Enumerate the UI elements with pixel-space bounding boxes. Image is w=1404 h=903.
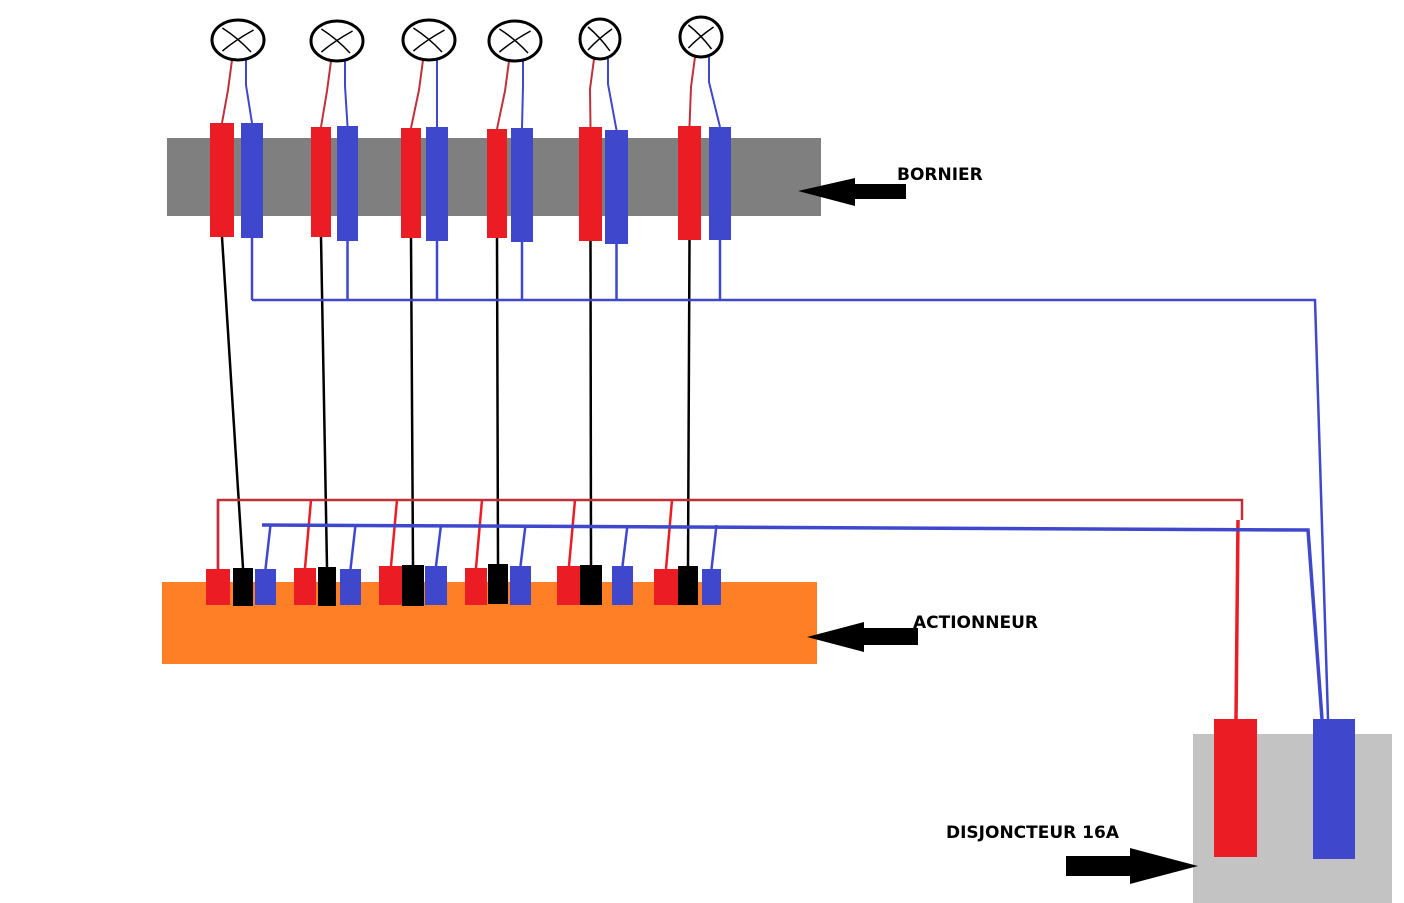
lamps [210, 15, 724, 63]
lamp-filament [320, 30, 353, 53]
actionneur-neutral-feed [710, 524, 718, 570]
bornier-phase-terminal [487, 129, 507, 238]
command-wire [220, 236, 245, 569]
bornier-arrow-icon [798, 178, 906, 206]
lamp-icon [678, 15, 724, 59]
disjoncteur-phase-wire [1234, 519, 1240, 720]
lamp-phase-wire [221, 59, 233, 124]
actionneur-output-terminal [233, 568, 253, 606]
actionneur-phase-feed [303, 499, 313, 569]
actionneur-neutral-feed [264, 524, 272, 570]
actionneur-phase-terminal [379, 566, 403, 605]
lamp-neutral-wire [708, 57, 721, 128]
actionneur-output-terminal [678, 566, 698, 605]
bornier-neutral-terminal [241, 123, 263, 238]
command-wire [409, 237, 415, 566]
actionneur-phase-bus [216, 498, 1244, 569]
command-wire [319, 236, 329, 568]
actionneur-neutral-terminal [510, 566, 531, 605]
actionneur-phase-terminal [294, 568, 316, 605]
bornier-phase-terminal [210, 123, 234, 237]
bornier-neutral-terminal [426, 127, 448, 241]
actionneur-phase-feed [567, 499, 577, 567]
disjoncteur-label: DISJONCTEUR 16A [946, 823, 1120, 843]
command-wire [686, 239, 691, 567]
actionneur-neutral-terminal [340, 569, 361, 605]
lamp-icon [309, 19, 365, 63]
actionneur-neutral-feed [519, 524, 527, 567]
actionneur-neutral-bus [261, 523, 1324, 720]
actionneur-phase-feed [664, 499, 674, 570]
bornier-phase-terminal [311, 127, 331, 237]
actionneur-neutral-terminal [255, 569, 276, 605]
bornier-neutral-terminal [605, 130, 628, 244]
disjoncteur-neutral-terminal [1313, 719, 1355, 859]
bornier-neutral-terminal [337, 126, 358, 241]
disjoncteur-phase-terminal [1214, 719, 1257, 857]
lamp-neutral-wire [521, 61, 524, 129]
wires [216, 56, 1330, 720]
actionneur-neutral-feed [621, 524, 629, 567]
actionneur-phase-feed [389, 499, 399, 567]
bornier-neutral-bus [252, 298, 1330, 720]
actionneur-phase-terminal [654, 569, 678, 605]
actionneur-neutral-terminal [612, 566, 633, 605]
command-wire [495, 237, 500, 565]
lamp-phase-wire [588, 58, 595, 128]
actionneur-neutral-feed [434, 524, 443, 567]
disjoncteur-arrow-icon [1066, 848, 1198, 884]
lamp-phase-wire [688, 56, 696, 127]
lamp-filament [498, 30, 531, 53]
lamp-icon [401, 18, 457, 62]
actionneur-arrow-icon [807, 622, 918, 652]
command-wire [589, 240, 593, 566]
actionneur-output-terminal [488, 564, 508, 604]
lamp-icon [210, 18, 266, 62]
bornier-terminals [210, 123, 731, 244]
lamp-filament [687, 26, 715, 49]
actionneur-output-terminal [318, 567, 336, 606]
lamp-phase-wire [410, 59, 424, 129]
lamp-filament [221, 29, 254, 52]
actionneur-output-terminal [580, 565, 602, 605]
actionneur-neutral-feed [349, 524, 357, 570]
bornier-neutral-terminal [709, 127, 731, 240]
lamp-phase-wire [496, 60, 510, 130]
lamp-neutral-wire [607, 59, 618, 131]
bornier-phase-terminal [678, 126, 701, 240]
lamp-filament [412, 29, 445, 52]
actionneur-output-terminal [402, 565, 424, 606]
lamp-neutral-wire [245, 60, 253, 124]
actionneur-terminals [206, 564, 721, 606]
lamp-neutral-wire [344, 61, 349, 127]
bornier-phase-terminal [579, 127, 602, 241]
lamp-icon [578, 17, 622, 61]
lamp-icon [487, 19, 543, 63]
bornier-neutral-terminal [511, 128, 533, 242]
lamp-phase-wire [320, 60, 332, 128]
actionneur-phase-terminal [465, 568, 487, 605]
actionneur-phase-feed [474, 499, 484, 569]
actionneur-label: ACTIONNEUR [913, 613, 1038, 633]
bornier-phase-terminal [401, 128, 421, 238]
lamp-filament [587, 28, 613, 51]
actionneur-phase-terminal [206, 569, 230, 605]
actionneur-neutral-terminal [425, 566, 447, 605]
bornier-label: BORNIER [897, 165, 983, 185]
actionneur-neutral-terminal [702, 569, 721, 605]
actionneur-phase-terminal [557, 566, 581, 605]
